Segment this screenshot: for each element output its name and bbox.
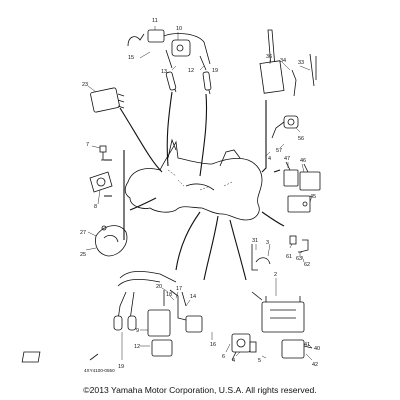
callout-8: 8 [94, 204, 97, 210]
callout-17: 17 [176, 286, 182, 292]
ignition-switch [271, 115, 299, 139]
callout-23: 23 [82, 82, 88, 88]
callout-4b: 4 [232, 358, 235, 364]
horn [95, 225, 128, 257]
callout-33: 33 [298, 60, 304, 66]
relay-units [283, 161, 321, 213]
callout-15: 15 [128, 55, 134, 61]
callout-12: 12 [188, 68, 194, 74]
callout-61: 61 [286, 254, 292, 260]
callout-41: 41 [304, 342, 310, 348]
neutral-sensor [89, 171, 113, 193]
callout-47: 47 [284, 156, 290, 162]
front-arrow-icon [21, 351, 99, 363]
callout-36: 36 [266, 54, 272, 60]
callout-62: 62 [304, 262, 310, 268]
callout-5: 5 [258, 358, 261, 364]
starter-relay-group [127, 29, 212, 95]
callout-57: 57 [276, 148, 282, 154]
ignition-coil-group [113, 270, 203, 357]
callout-3: 3 [266, 240, 269, 246]
callout-42: 42 [312, 362, 318, 368]
callout-63: 63 [296, 256, 302, 262]
callout-16: 16 [210, 342, 216, 348]
callout-12b: 12 [134, 344, 140, 350]
callout-27: 27 [80, 230, 86, 236]
part-code: 4XY4100-0550 [84, 368, 115, 373]
callout-numbers: 11 10 15 13 12 19 23 7 8 27 25 36 34 33 … [80, 18, 320, 370]
callout-45: 45 [310, 194, 316, 200]
callout-leaders [85, 26, 313, 361]
callout-7: 7 [86, 142, 89, 148]
callout-34: 34 [280, 58, 286, 64]
bracket-group [259, 29, 317, 97]
callout-25: 25 [80, 252, 86, 258]
connector-parts [289, 235, 309, 253]
callout-2: 2 [274, 272, 277, 278]
callout-19: 19 [212, 68, 218, 74]
callout-10: 10 [176, 26, 182, 32]
callout-6: 6 [222, 354, 225, 360]
frame-connectors [167, 169, 233, 191]
callout-31: 31 [252, 238, 258, 244]
callout-56: 56 [298, 136, 304, 142]
callout-14: 14 [190, 294, 196, 300]
oil-sensor [99, 145, 107, 161]
relay-box [90, 87, 125, 113]
callout-9: 9 [136, 328, 139, 334]
callout-18: 18 [166, 292, 172, 298]
clamp-group [251, 244, 271, 271]
callout-4a: 4 [268, 156, 271, 162]
regulator-group [231, 291, 313, 361]
callout-20: 20 [156, 284, 162, 290]
callout-13: 13 [161, 69, 167, 75]
copyright-text: ©2013 Yamaha Motor Corporation, U.S.A. A… [83, 385, 317, 395]
frame-outline [124, 138, 263, 221]
callout-11: 11 [152, 18, 158, 24]
assembly-leaders [104, 91, 285, 281]
callout-19b: 19 [118, 364, 124, 370]
callout-40: 40 [314, 346, 320, 352]
callout-46: 46 [300, 158, 306, 164]
